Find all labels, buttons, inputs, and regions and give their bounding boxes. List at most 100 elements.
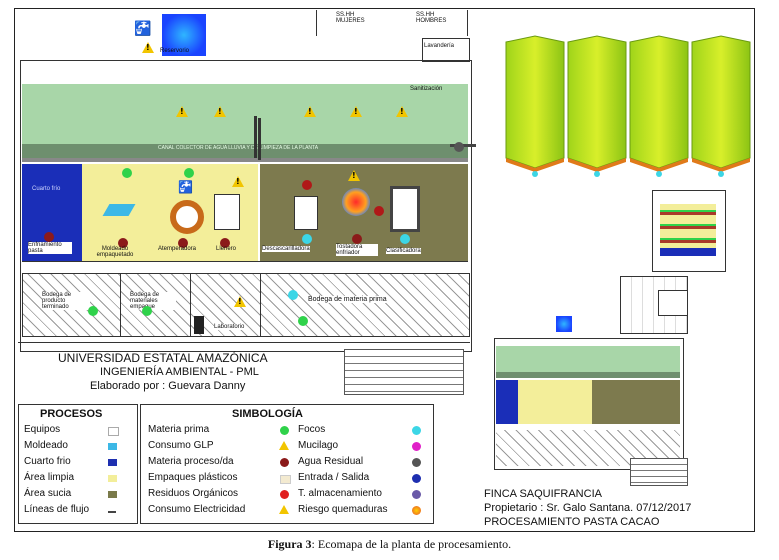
roaster-machine [342, 188, 370, 216]
storage-raw [260, 273, 470, 337]
symbol-legend-label: Focos [298, 424, 326, 435]
light-dot [400, 234, 410, 244]
mini-green-band [496, 346, 680, 372]
symbol-legend-label: Entrada / Salida [298, 472, 370, 483]
plant-layout: Reservorio 🚰 SS.HH MUJERES SS.HH HOMBRES… [18, 10, 476, 352]
raw-storage-label: Bodega de materia prima [308, 296, 387, 303]
tank-base [506, 158, 564, 172]
process-legend-label: Cuarto frio [24, 456, 71, 467]
reservoir [162, 14, 206, 56]
tank-body [629, 35, 689, 169]
cooling-label: Enfriamiento pasta [28, 242, 72, 254]
packaging-storage-label: Bodega de materiales empaque [130, 292, 176, 310]
faucet-icon: 🚰 [178, 180, 193, 194]
mini-clean [518, 380, 592, 424]
molding-label: Moldeado empaquetado [96, 246, 134, 258]
symbol-legend-label: Residuos Orgánicos [148, 488, 239, 499]
interior-wall [254, 116, 257, 158]
canal-divider [258, 118, 261, 160]
drain-outlet-dot [454, 142, 464, 152]
department-name: INGENIERÍA AMBIENTAL - PML [100, 366, 259, 378]
symbol-legend-label: Agua Residual [298, 456, 364, 467]
blue-dot-icon [412, 474, 421, 483]
tank-outlet-dot [656, 171, 662, 177]
sanitization-label: Sanitización [410, 86, 443, 92]
restroom-men-label: SS.HH HOMBRES [416, 12, 447, 24]
process-legend-label: Moldeado [24, 440, 68, 451]
finished-storage-label: Bodega de producto terminado [42, 292, 90, 310]
mini-floor-plan-side [658, 290, 688, 316]
process-legend-label: Área sucia [24, 488, 72, 499]
red-dot-icon [280, 490, 289, 499]
raw-material-dot [298, 316, 308, 326]
warning-icon [348, 170, 360, 181]
dark-red-dot-icon [280, 458, 289, 467]
processes-legend [18, 404, 138, 524]
caption-figure-number: 3 [305, 537, 312, 551]
process-legend-swatch [108, 427, 119, 436]
university-name: UNIVERSIDAD ESTATAL AMAZÓNICA [58, 351, 268, 365]
warning-icon [350, 106, 362, 117]
mini-canal [496, 372, 680, 378]
faucet-icon: 🚰 [134, 20, 152, 36]
raw-material-dot [142, 306, 152, 316]
light-dot [288, 290, 298, 300]
sorter-machine [390, 186, 420, 232]
small-building-bar [660, 248, 716, 256]
process-legend-swatch [108, 459, 117, 466]
laundry-label: Lavandería [424, 43, 455, 49]
canal-label: CANAL COLECTOR DE AGUA LLUVIA Y DE LIMPI… [158, 145, 319, 151]
symbol-legend-label: Riesgo quemaduras [298, 504, 388, 515]
symbol-legend-label: Empaques plásticos [148, 472, 238, 483]
cyan-dot-icon [412, 426, 421, 435]
process-dot [118, 238, 128, 248]
restrooms [316, 10, 468, 36]
symbol-legend-label: Consumo Electricidad [148, 504, 246, 515]
gray-dot-icon [412, 458, 421, 467]
tank-base [630, 158, 688, 172]
corridor [22, 261, 468, 274]
filler-label: Llenero [216, 246, 237, 252]
tanks-svg [505, 35, 751, 177]
storage-finished [22, 273, 122, 337]
process-legend-label: Equipos [24, 424, 61, 435]
stairs-block [344, 349, 464, 395]
tank-outlet-dot [594, 171, 600, 177]
process-dot [220, 238, 230, 248]
tank-outlet-dot [532, 171, 538, 177]
process-legend-swatch [108, 511, 116, 513]
process-legend-label: Líneas de flujo [24, 504, 90, 515]
figure-caption: Figura 3: Ecomapa de la planta de proces… [0, 537, 779, 552]
mini-cold [496, 380, 518, 424]
farm-owner: Propietario : Sr. Galo Santana. 07/12/20… [484, 502, 692, 514]
warning-icon [176, 106, 188, 117]
green-dot-icon [280, 426, 289, 435]
right-stairs [630, 458, 688, 486]
warning-icon [214, 106, 226, 117]
organic-waste-dot [374, 206, 384, 216]
mini-ecomap [494, 316, 684, 478]
burn-risk-icon [412, 506, 421, 515]
author-name: Elaborado por : Guevara Danny [90, 380, 246, 392]
mini-reservoir [556, 316, 572, 332]
process-legend-swatch [108, 491, 117, 498]
caption-figure-word: Figura [267, 537, 303, 551]
symbol-legend-label: Mucilago [298, 440, 339, 451]
symbol-legend-label: Materia prima [148, 424, 210, 435]
magenta-dot-icon [412, 442, 421, 451]
warning-icon [396, 106, 408, 117]
warning-icon [304, 106, 316, 117]
lab-label: Laboratorio [214, 324, 245, 330]
laundry-room [422, 38, 470, 62]
sorter-label: Clasificadora [386, 248, 421, 254]
symbol-legend-label: Materia proceso/da [148, 456, 234, 467]
warning-icon [232, 176, 244, 187]
light-dot [302, 234, 312, 244]
tank-body [567, 35, 627, 169]
tank-body [691, 35, 751, 169]
mini-dirty [592, 380, 680, 424]
canal-pipe [22, 158, 468, 162]
filler-machine [214, 194, 240, 230]
drainage-canal [22, 144, 468, 158]
process-legend-label: Área limpia [24, 472, 75, 483]
